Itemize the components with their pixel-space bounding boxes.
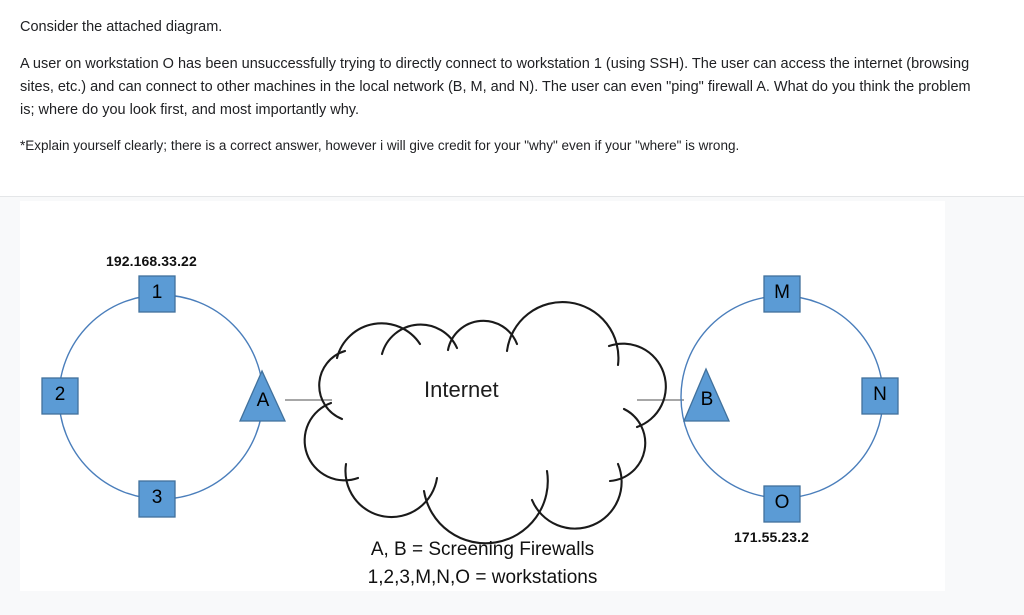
node-2-shape[interactable] <box>41 377 79 415</box>
node-m-shape[interactable] <box>763 275 801 313</box>
node-1-label: 1 <box>151 282 163 303</box>
node-n-label: N <box>873 384 887 405</box>
legend-line-workstations: 1,2,3,M,N,O = workstations <box>367 567 598 588</box>
attachment-area: 192.168.33.22 1 2 3 A Internet M N O B 1… <box>0 197 1024 615</box>
network-diagram-svg <box>41 275 899 545</box>
internet-cloud-label: Internet <box>424 377 499 402</box>
firewall-b-label: B <box>700 389 714 410</box>
node-n-shape[interactable] <box>861 377 899 415</box>
internet-cloud-shape <box>303 301 667 545</box>
network-diagram: 192.168.33.22 1 2 3 A Internet M N O B 1… <box>20 201 945 591</box>
question-note: *Explain yourself clearly; there is a co… <box>20 138 740 153</box>
firewall-b-shape[interactable] <box>683 367 730 422</box>
legend-line-firewalls: A, B = Screening Firewalls <box>370 539 595 560</box>
node-3-label: 3 <box>151 487 163 508</box>
question-body: A user on workstation O has been unsucce… <box>20 56 971 118</box>
question-intro: Consider the attached diagram. <box>20 19 223 35</box>
right-network-ip-label: 171.55.23.2 <box>734 529 810 545</box>
node-o-shape[interactable] <box>763 485 801 523</box>
question-text-block: Consider the attached diagram. A user on… <box>0 0 1024 166</box>
node-3-shape[interactable] <box>138 480 176 518</box>
node-o-label: O <box>774 492 790 513</box>
firewall-a-shape[interactable] <box>239 369 287 422</box>
node-1-shape[interactable] <box>138 275 176 313</box>
left-network-ip-label: 192.168.33.22 <box>106 253 197 269</box>
node-m-label: M <box>774 282 790 303</box>
left-network-ring <box>58 294 264 500</box>
node-2-label: 2 <box>54 384 66 405</box>
section-divider <box>0 196 1024 197</box>
firewall-a-label: A <box>256 390 270 411</box>
